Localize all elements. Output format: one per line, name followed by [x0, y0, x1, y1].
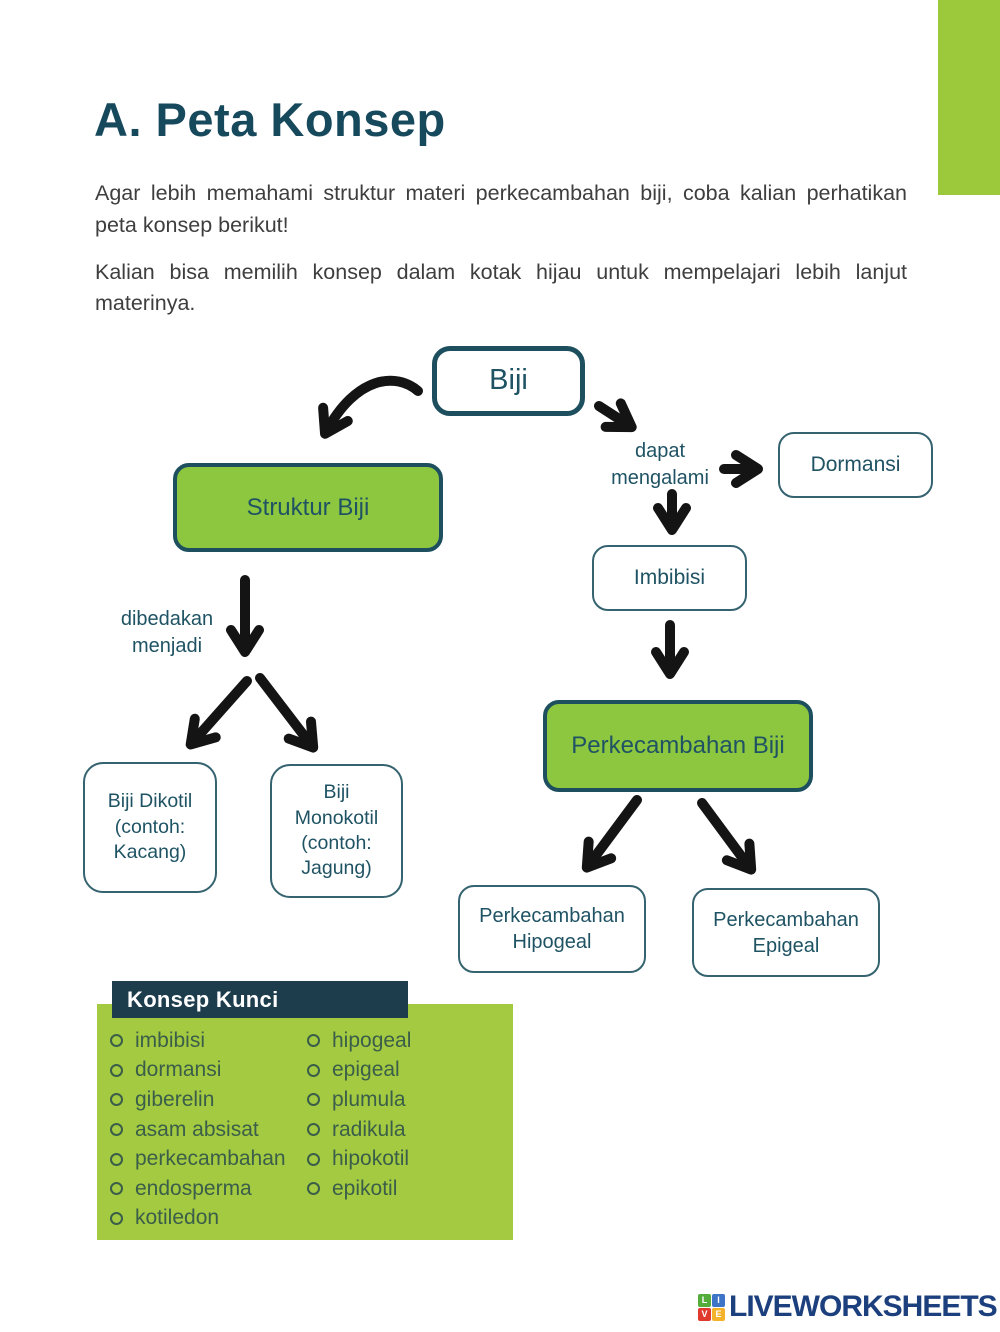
liveworksheets-grid-icon: L I V E [698, 1293, 725, 1321]
arrow-perkecambahan-to-hipogeal [581, 795, 642, 873]
node-perkecambahan-epigeal: Perkecambahan Epigeal [692, 888, 880, 977]
arrow-to-biji-dikotil [185, 676, 252, 750]
logo-square-v: V [698, 1307, 711, 1321]
circle-bullet-icon [307, 1063, 320, 1077]
key-concept-label: plumula [332, 1087, 406, 1111]
key-concept-label: endosperma [135, 1176, 252, 1200]
node-dormansi: Dormansi [778, 432, 933, 498]
key-concept-label: hipokotil [332, 1147, 410, 1171]
key-concepts-header: Konsep Kunci [112, 981, 408, 1018]
logo-square-i: I [712, 1293, 725, 1307]
key-concept-item: plumula [307, 1085, 411, 1115]
key-concept-label: dormansi [135, 1058, 222, 1082]
key-concept-item: radikula [307, 1115, 411, 1145]
node-perkecambahan-hipogeal: Perkecambahan Hipogeal [458, 885, 646, 973]
intro-paragraph-1: Agar lebih memahami struktur materi perk… [95, 181, 907, 237]
circle-bullet-icon [307, 1093, 320, 1107]
node-imbibisi: Imbibisi [592, 545, 747, 611]
key-concept-label: radikula [332, 1117, 406, 1141]
node-struktur-biji[interactable]: Struktur Biji [173, 463, 443, 552]
circle-bullet-icon [307, 1182, 320, 1196]
key-concept-item: asam absisat [110, 1115, 286, 1145]
key-concept-label: epikotil [332, 1176, 398, 1200]
key-concept-item: hipokotil [307, 1144, 411, 1174]
node-biji-dikotil: Biji Dikotil (contoh: Kacang) [83, 762, 217, 893]
circle-bullet-icon [110, 1034, 123, 1048]
arrow-to-biji-monokotil [255, 673, 319, 753]
circle-bullet-icon [110, 1093, 123, 1107]
key-concept-label: epigeal [332, 1058, 400, 1082]
circle-bullet-icon [110, 1211, 123, 1225]
circle-bullet-icon [110, 1063, 123, 1077]
key-concept-label: perkecambahan [135, 1147, 286, 1171]
key-concept-item: endosperma [110, 1174, 286, 1204]
key-concept-item: epigeal [307, 1056, 411, 1086]
key-concept-item: hipogeal [307, 1026, 411, 1056]
key-concept-label: kotiledon [135, 1206, 220, 1230]
circle-bullet-icon [307, 1152, 320, 1166]
intro-text: Agar lebih memahami struktur materi perk… [95, 178, 907, 335]
logo-wordmark: LIVEWORKSHEETS [729, 1290, 998, 1323]
arrow-biji-to-dapat-mengalami [594, 398, 637, 433]
key-concept-item: dormansi [110, 1056, 286, 1086]
page-title: A. Peta Konsep [94, 93, 446, 146]
key-concept-label: hipogeal [332, 1028, 412, 1052]
logo-square-e: E [712, 1307, 725, 1321]
arrow-biji-to-struktur [318, 375, 423, 439]
liveworksheets-logo: L I V E LIVEWORKSHEETS [698, 1290, 998, 1324]
circle-bullet-icon [110, 1152, 123, 1166]
label-dapat-mengalami: dapat mengalami [611, 440, 709, 489]
key-concept-item: imbibisi [110, 1026, 286, 1056]
key-concept-label: asam absisat [135, 1117, 259, 1141]
key-concepts-column-1: imbibisi dormansi giberelin asam absisat… [110, 1026, 286, 1233]
node-perkecambahan-biji[interactable]: Perkecambahan Biji [543, 700, 813, 792]
label-dibedakan-menjadi: dibedakan menjadi [120, 608, 214, 657]
circle-bullet-icon [110, 1123, 123, 1137]
key-concepts-panel [97, 1004, 513, 1240]
node-biji: Biji [432, 346, 585, 416]
circle-bullet-icon [307, 1034, 320, 1048]
key-concept-item: epikotil [307, 1174, 411, 1204]
key-concept-item: kotiledon [110, 1204, 286, 1234]
arrow-perkecambahan-to-epigeal [697, 798, 757, 875]
key-concept-item: perkecambahan [110, 1144, 286, 1174]
circle-bullet-icon [110, 1182, 123, 1196]
node-biji-monokotil: Biji Monokotil (contoh: Jagung) [270, 764, 403, 898]
key-concept-label: imbibisi [135, 1028, 206, 1052]
corner-accent-bar [938, 0, 1000, 195]
key-concepts-column-2: hipogeal epigeal plumula radikula hipoko… [307, 1026, 411, 1204]
logo-square-l: L [698, 1293, 711, 1307]
key-concept-label: giberelin [135, 1087, 215, 1111]
intro-paragraph-2: Kalian bisa memilih konsep dalam kotak h… [95, 259, 907, 316]
circle-bullet-icon [307, 1123, 320, 1137]
key-concept-item: giberelin [110, 1085, 286, 1115]
